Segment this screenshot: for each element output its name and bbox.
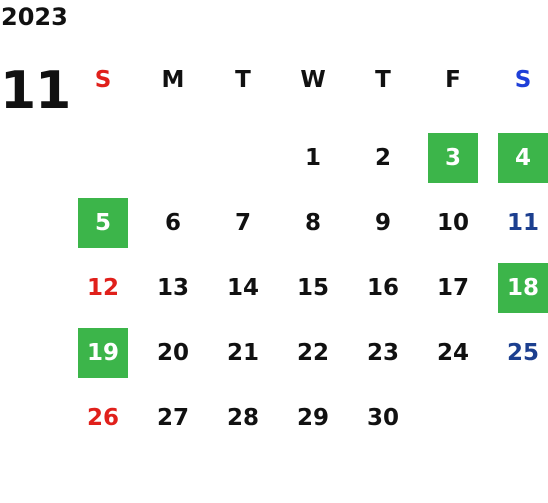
day-cell[interactable]: 3 (418, 125, 488, 190)
day-cell[interactable]: 8 (278, 190, 348, 255)
day-number[interactable]: 23 (366, 339, 399, 366)
day-number[interactable]: 2 (374, 144, 391, 171)
day-number[interactable]: 25 (506, 339, 539, 366)
day-cell[interactable]: 18 (488, 255, 548, 320)
day-cell[interactable]: 20 (138, 320, 208, 385)
day-number[interactable]: 30 (366, 404, 399, 431)
day-number (148, 133, 198, 183)
day-number[interactable]: 24 (436, 339, 469, 366)
calendar-grid: S M T W T F S 1 2 3 4 5 6 7 8 9 10 11 12… (68, 60, 548, 450)
day-cell (488, 385, 548, 450)
day-number[interactable]: 18 (498, 262, 548, 313)
day-cell[interactable]: 25 (488, 320, 548, 385)
day-number[interactable]: 10 (436, 209, 469, 236)
day-cell[interactable]: 22 (278, 320, 348, 385)
calendar-month: 11 (0, 61, 71, 121)
day-cell[interactable]: 26 (68, 385, 138, 450)
day-number[interactable]: 7 (234, 209, 251, 236)
day-number[interactable]: 17 (436, 274, 469, 301)
day-number[interactable]: 15 (296, 274, 329, 301)
day-number[interactable]: 29 (296, 404, 329, 431)
day-number[interactable]: 3 (428, 132, 478, 183)
day-cell[interactable]: 27 (138, 385, 208, 450)
week-row: 12 13 14 15 16 17 18 (68, 255, 548, 320)
day-number[interactable]: 8 (304, 209, 321, 236)
day-cell[interactable]: 19 (68, 320, 138, 385)
day-number[interactable]: 5 (78, 197, 128, 248)
day-number[interactable]: 11 (506, 209, 539, 236)
day-number[interactable]: 1 (304, 144, 321, 171)
day-cell (418, 385, 488, 450)
day-cell[interactable]: 7 (208, 190, 278, 255)
day-cell[interactable]: 28 (208, 385, 278, 450)
day-cell[interactable]: 5 (68, 190, 138, 255)
day-cell[interactable]: 21 (208, 320, 278, 385)
day-number[interactable]: 6 (164, 209, 181, 236)
day-number[interactable]: 4 (498, 132, 548, 183)
day-cell[interactable]: 10 (418, 190, 488, 255)
weekday-tuesday: T (235, 67, 251, 93)
day-number (428, 393, 478, 443)
day-number[interactable]: 14 (226, 274, 259, 301)
day-number[interactable]: 9 (374, 209, 391, 236)
day-cell[interactable]: 30 (348, 385, 418, 450)
day-cell[interactable]: 2 (348, 125, 418, 190)
weekday-friday: F (445, 67, 461, 93)
day-cell[interactable]: 23 (348, 320, 418, 385)
day-cell[interactable]: 1 (278, 125, 348, 190)
weekday-wednesday: W (300, 67, 326, 93)
week-row: 26 27 28 29 30 (68, 385, 548, 450)
day-cell[interactable]: 14 (208, 255, 278, 320)
day-number[interactable]: 13 (156, 274, 189, 301)
day-cell[interactable]: 6 (138, 190, 208, 255)
day-cell[interactable]: 16 (348, 255, 418, 320)
day-number[interactable]: 21 (226, 339, 259, 366)
day-cell (68, 125, 138, 190)
day-number[interactable]: 22 (296, 339, 329, 366)
week-row: 19 20 21 22 23 24 25 (68, 320, 548, 385)
day-number[interactable]: 28 (226, 404, 259, 431)
day-number[interactable]: 12 (86, 274, 119, 301)
day-cell[interactable]: 15 (278, 255, 348, 320)
weekday-sunday: S (94, 67, 112, 93)
day-cell[interactable]: 11 (488, 190, 548, 255)
weekday-monday: M (161, 67, 185, 93)
day-cell (138, 125, 208, 190)
calendar-year: 2023 (1, 3, 68, 31)
day-number (218, 133, 268, 183)
day-number[interactable]: 19 (78, 327, 128, 378)
day-number[interactable]: 16 (366, 274, 399, 301)
day-number (78, 133, 128, 183)
weeks-container: 1 2 3 4 5 6 7 8 9 10 11 12 13 14 15 16 1… (68, 125, 548, 450)
weekday-saturday: S (514, 67, 532, 93)
day-cell[interactable]: 9 (348, 190, 418, 255)
weekday-thursday: T (375, 67, 391, 93)
day-cell[interactable]: 12 (68, 255, 138, 320)
day-cell[interactable]: 4 (488, 125, 548, 190)
day-cell[interactable]: 13 (138, 255, 208, 320)
weekday-header-row: S M T W T F S (68, 60, 548, 100)
day-number[interactable]: 26 (86, 404, 119, 431)
day-cell[interactable]: 24 (418, 320, 488, 385)
day-cell (208, 125, 278, 190)
day-number[interactable]: 20 (156, 339, 189, 366)
day-cell[interactable]: 29 (278, 385, 348, 450)
day-cell[interactable]: 17 (418, 255, 488, 320)
day-number[interactable]: 27 (156, 404, 189, 431)
week-row: 1 2 3 4 (68, 125, 548, 190)
day-number (498, 393, 548, 443)
week-row: 5 6 7 8 9 10 11 (68, 190, 548, 255)
